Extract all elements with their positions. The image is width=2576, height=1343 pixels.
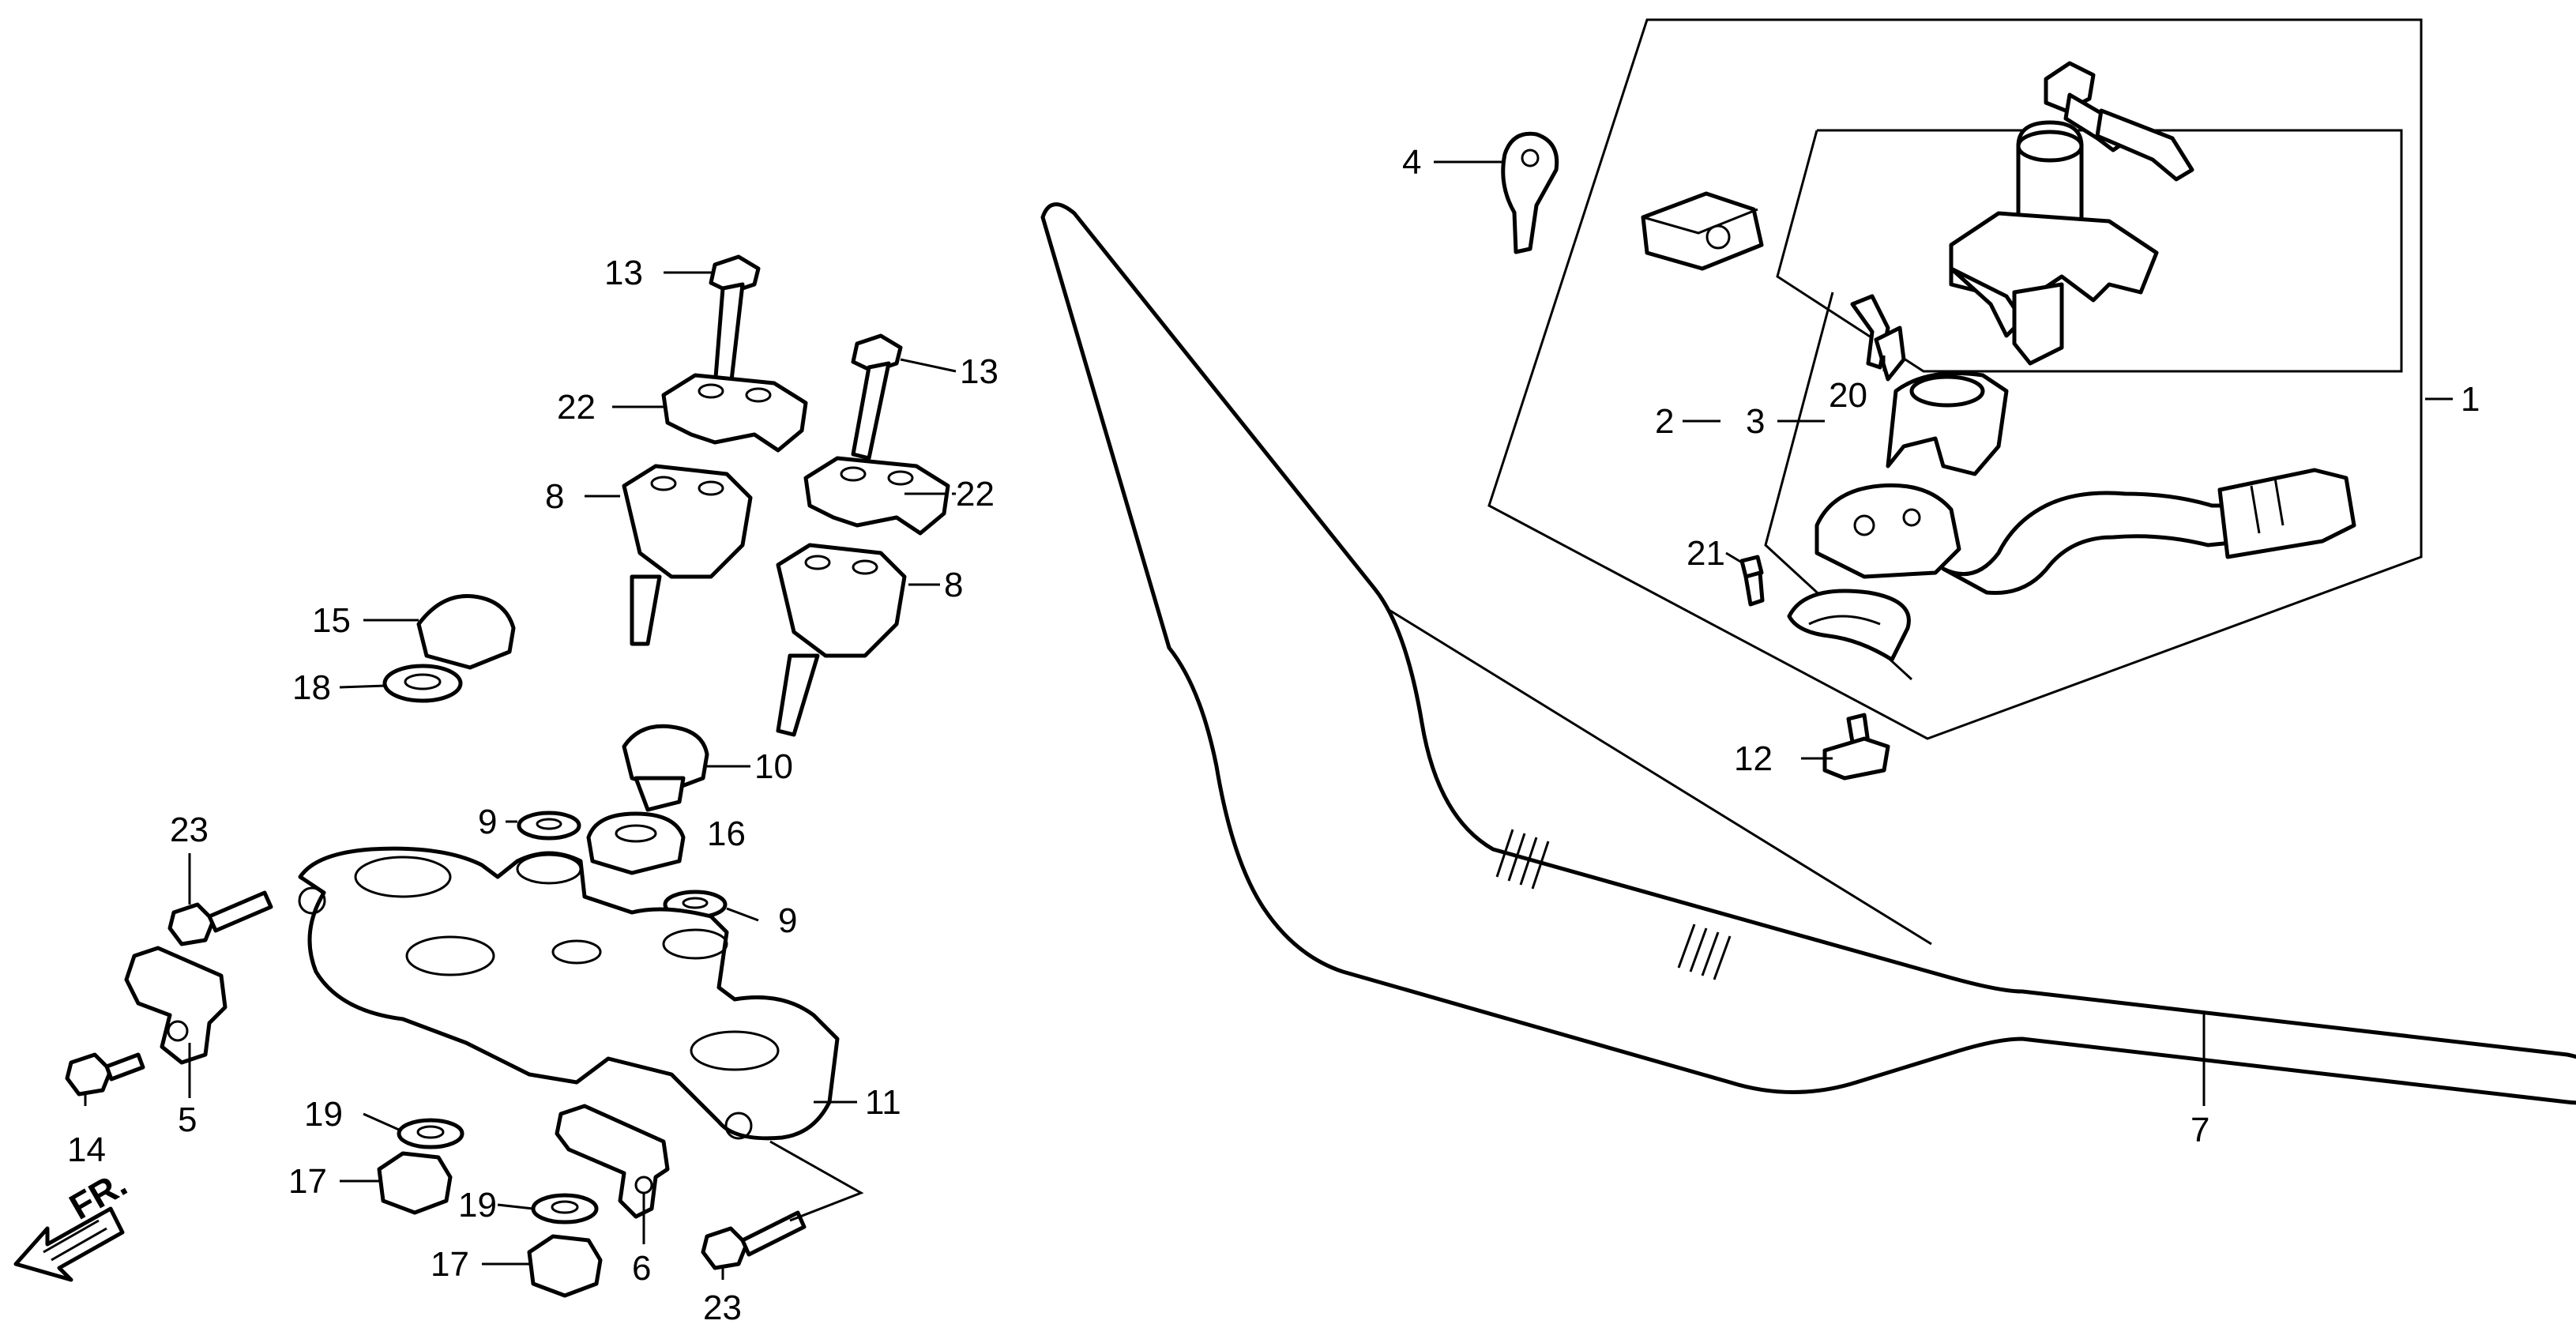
bushing-16 bbox=[586, 811, 686, 875]
switch-ring-cover bbox=[1787, 589, 1911, 662]
callout-2: 2 bbox=[1655, 402, 1674, 441]
leader-lines bbox=[84, 160, 2453, 1280]
upper-holder-22-right bbox=[803, 456, 950, 536]
callout-4: 4 bbox=[1402, 143, 1421, 182]
ignition-switch bbox=[1949, 61, 2194, 366]
bolt-23-left bbox=[167, 890, 273, 946]
wire-clamp-5 bbox=[124, 946, 228, 1065]
nut-17-lower bbox=[527, 1234, 603, 1298]
assembly-boundary-inner bbox=[1776, 129, 2403, 373]
callout-19-upper: 19 bbox=[304, 1095, 343, 1134]
washer-18 bbox=[382, 664, 463, 703]
rubber-bushing-10 bbox=[622, 724, 709, 812]
contact-housing bbox=[1886, 371, 2009, 476]
callout-14: 14 bbox=[67, 1130, 106, 1169]
callout-10: 10 bbox=[754, 747, 793, 786]
bolt-23-right bbox=[701, 1210, 807, 1270]
callout-3: 3 bbox=[1746, 402, 1765, 441]
assembly-boundary-outer bbox=[1487, 18, 2423, 740]
handlebar bbox=[1040, 202, 2576, 1105]
callout-21: 21 bbox=[1687, 534, 1725, 573]
nut-17-upper bbox=[377, 1151, 453, 1215]
callout-17-lower: 17 bbox=[431, 1245, 469, 1284]
callout-8-right: 8 bbox=[944, 566, 963, 604]
washer-9-upper bbox=[517, 811, 581, 841]
callout-9-lower: 9 bbox=[778, 901, 797, 940]
washer-19-lower bbox=[531, 1193, 599, 1224]
callout-6: 6 bbox=[632, 1249, 651, 1288]
callout-23-right: 23 bbox=[703, 1288, 742, 1327]
callout-9-upper: 9 bbox=[478, 803, 497, 841]
callout-12: 12 bbox=[1734, 739, 1773, 778]
callout-1: 1 bbox=[2461, 380, 2480, 419]
callout-5: 5 bbox=[178, 1100, 197, 1139]
bolt-13-left bbox=[709, 254, 761, 389]
callout-19-lower: 19 bbox=[458, 1186, 497, 1224]
callout-17-upper: 17 bbox=[288, 1162, 327, 1201]
callout-labels: 1 2 3 4 5 6 7 8 8 9 9 10 11 12 13 13 14 … bbox=[67, 143, 2480, 1327]
callout-22-left: 22 bbox=[557, 388, 596, 427]
callout-7: 7 bbox=[2191, 1111, 2209, 1149]
front-direction-label: FR. bbox=[62, 1163, 134, 1228]
callout-22-right: 22 bbox=[956, 475, 995, 514]
callout-13-right: 13 bbox=[960, 352, 998, 391]
top-bridge-11 bbox=[298, 846, 840, 1141]
switch-clip bbox=[1850, 294, 1906, 382]
upper-holder-22-left bbox=[661, 373, 808, 453]
key-blank bbox=[1501, 131, 1559, 254]
switch-base-harness bbox=[1814, 468, 2356, 596]
lower-holder-8-right bbox=[776, 543, 907, 737]
callout-8-left: 8 bbox=[545, 477, 564, 516]
switch-screw-small bbox=[1739, 555, 1765, 607]
cap-nut-15 bbox=[416, 593, 516, 670]
callout-16: 16 bbox=[707, 814, 746, 853]
callout-18: 18 bbox=[292, 668, 331, 707]
key-holder-block bbox=[1641, 191, 1764, 271]
washer-19-upper bbox=[397, 1118, 464, 1149]
bolt-12 bbox=[1822, 713, 1890, 781]
callout-13-left: 13 bbox=[604, 254, 643, 292]
bolt-14 bbox=[65, 1052, 145, 1097]
callout-11: 11 bbox=[865, 1083, 901, 1122]
callout-15: 15 bbox=[312, 601, 351, 640]
lower-holder-8-left bbox=[622, 464, 753, 646]
callout-20: 20 bbox=[1829, 376, 1867, 415]
front-direction-arrow-icon bbox=[13, 1206, 125, 1282]
callout-23-left: 23 bbox=[170, 811, 209, 849]
bolt-13-right bbox=[851, 333, 903, 461]
